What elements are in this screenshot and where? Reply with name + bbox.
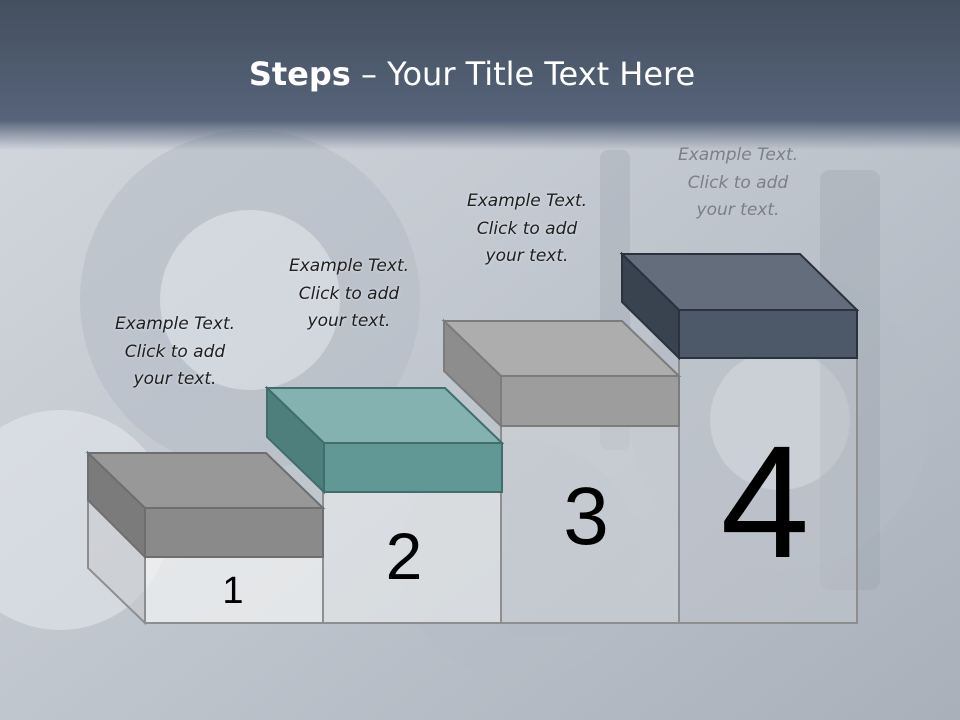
step3-number[interactable]: 3 — [563, 471, 609, 562]
step1-block — [85, 450, 326, 560]
step3-base-front — [500, 425, 680, 624]
step1-number[interactable]: 1 — [222, 570, 244, 612]
step4-base-front — [678, 357, 858, 624]
step1-caption[interactable]: Example Text. Click to add your text. — [80, 311, 270, 394]
caption-line: your text. — [307, 311, 391, 331]
step2-caption[interactable]: Example Text. Click to add your text. — [254, 253, 444, 336]
caption-line: your text. — [133, 369, 217, 389]
step1-base-front — [144, 556, 324, 624]
caption-line: Example Text. — [288, 256, 410, 276]
step4-number[interactable]: 4 — [720, 412, 810, 591]
caption-line: Click to add — [687, 172, 789, 193]
caption-line: your text. — [696, 200, 780, 220]
slide-title[interactable]: Steps – Your Title Text Here — [0, 52, 944, 96]
step3-block — [441, 318, 682, 429]
title-rest: – Your Title Text Here — [350, 55, 696, 93]
step2-number[interactable]: 2 — [385, 519, 423, 593]
step4-block — [619, 251, 860, 361]
caption-line: Example Text. — [466, 191, 588, 211]
title-bold: Steps — [248, 55, 351, 93]
step2-block — [264, 385, 505, 495]
caption-line: Click to add — [298, 283, 400, 304]
step2-base-front — [322, 491, 502, 624]
caption-line: Example Text. — [114, 314, 236, 334]
caption-line: your text. — [485, 246, 569, 266]
step3-caption[interactable]: Example Text. Click to add your text. — [432, 188, 622, 271]
caption-line: Example Text. — [677, 145, 799, 165]
caption-line: Click to add — [476, 218, 578, 239]
step4-caption[interactable]: Example Text. Click to add your text. — [643, 142, 833, 225]
caption-line: Click to add — [124, 341, 226, 362]
